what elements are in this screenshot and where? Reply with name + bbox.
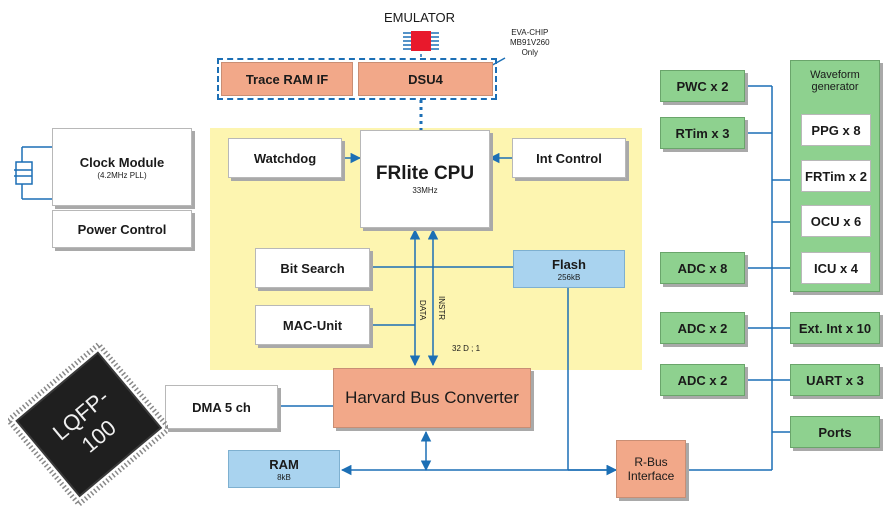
flash-block: Flash 256kB (513, 250, 625, 288)
adc2-block-a: ADC x 2 (660, 312, 745, 344)
bit-search-block: Bit Search (255, 248, 370, 288)
emulator-interface-frame (217, 58, 497, 100)
cpu-block: FRlite CPU 33MHz (360, 130, 490, 228)
ppg-block: PPG x 8 (801, 114, 871, 146)
harvard-bus-converter-block: Harvard Bus Converter (333, 368, 531, 428)
dma-block: DMA 5 ch (165, 385, 278, 429)
emulator-chip-icon (403, 31, 439, 51)
data-bus-label: DATA (418, 300, 427, 321)
ocu-block: OCU x 6 (801, 205, 871, 237)
clock-module-block: Clock Module (4.2MHz PLL) (52, 128, 192, 206)
int-control-block: Int Control (512, 138, 626, 178)
mac-unit-block: MAC-Unit (255, 305, 370, 345)
bus-width-label: 32 D ; 1 (452, 344, 481, 353)
watchdog-block: Watchdog (228, 138, 342, 178)
emulator-label: EMULATOR (384, 10, 456, 25)
lqfp-package-icon: LQFP- 100 (8, 340, 168, 508)
ram-block: RAM 8kB (228, 450, 340, 488)
eva-chip-note: EVA-CHIP MB91V260 Only (510, 28, 550, 57)
frtim-block: FRTim x 2 (801, 160, 871, 192)
ext-int-block: Ext. Int x 10 (790, 312, 880, 344)
dsu4-block: DSU4 (358, 62, 493, 96)
rtim-block: RTim x 3 (660, 117, 745, 149)
ports-block: Ports (790, 416, 880, 448)
adc8-block: ADC x 8 (660, 252, 745, 284)
uart-block: UART x 3 (790, 364, 880, 396)
pwc-block: PWC x 2 (660, 70, 745, 102)
icu-block: ICU x 4 (801, 252, 871, 284)
adc2-block-b: ADC x 2 (660, 364, 745, 396)
instr-bus-label: INSTR (437, 296, 446, 320)
trace-ram-if-block: Trace RAM IF (221, 62, 353, 96)
power-control-block: Power Control (52, 210, 192, 248)
rbus-interface-block: R-Bus Interface (616, 440, 686, 498)
